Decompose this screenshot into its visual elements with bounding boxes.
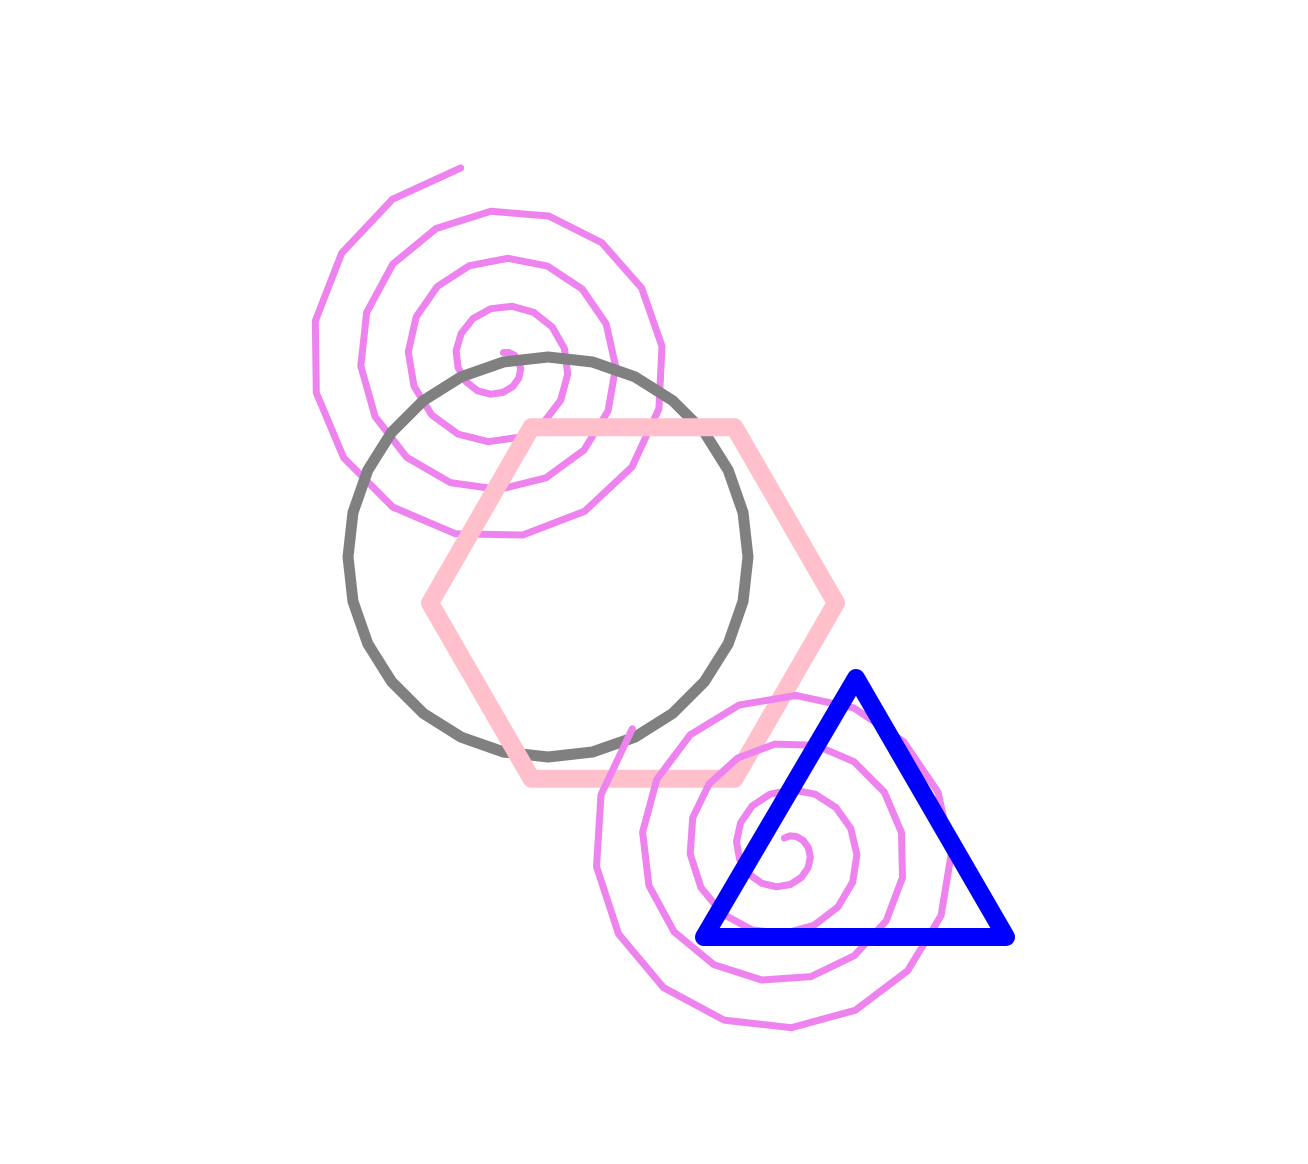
pink-hexagon (421, 418, 845, 788)
gray-circle (342, 351, 754, 763)
blue-triangle (695, 669, 1015, 946)
